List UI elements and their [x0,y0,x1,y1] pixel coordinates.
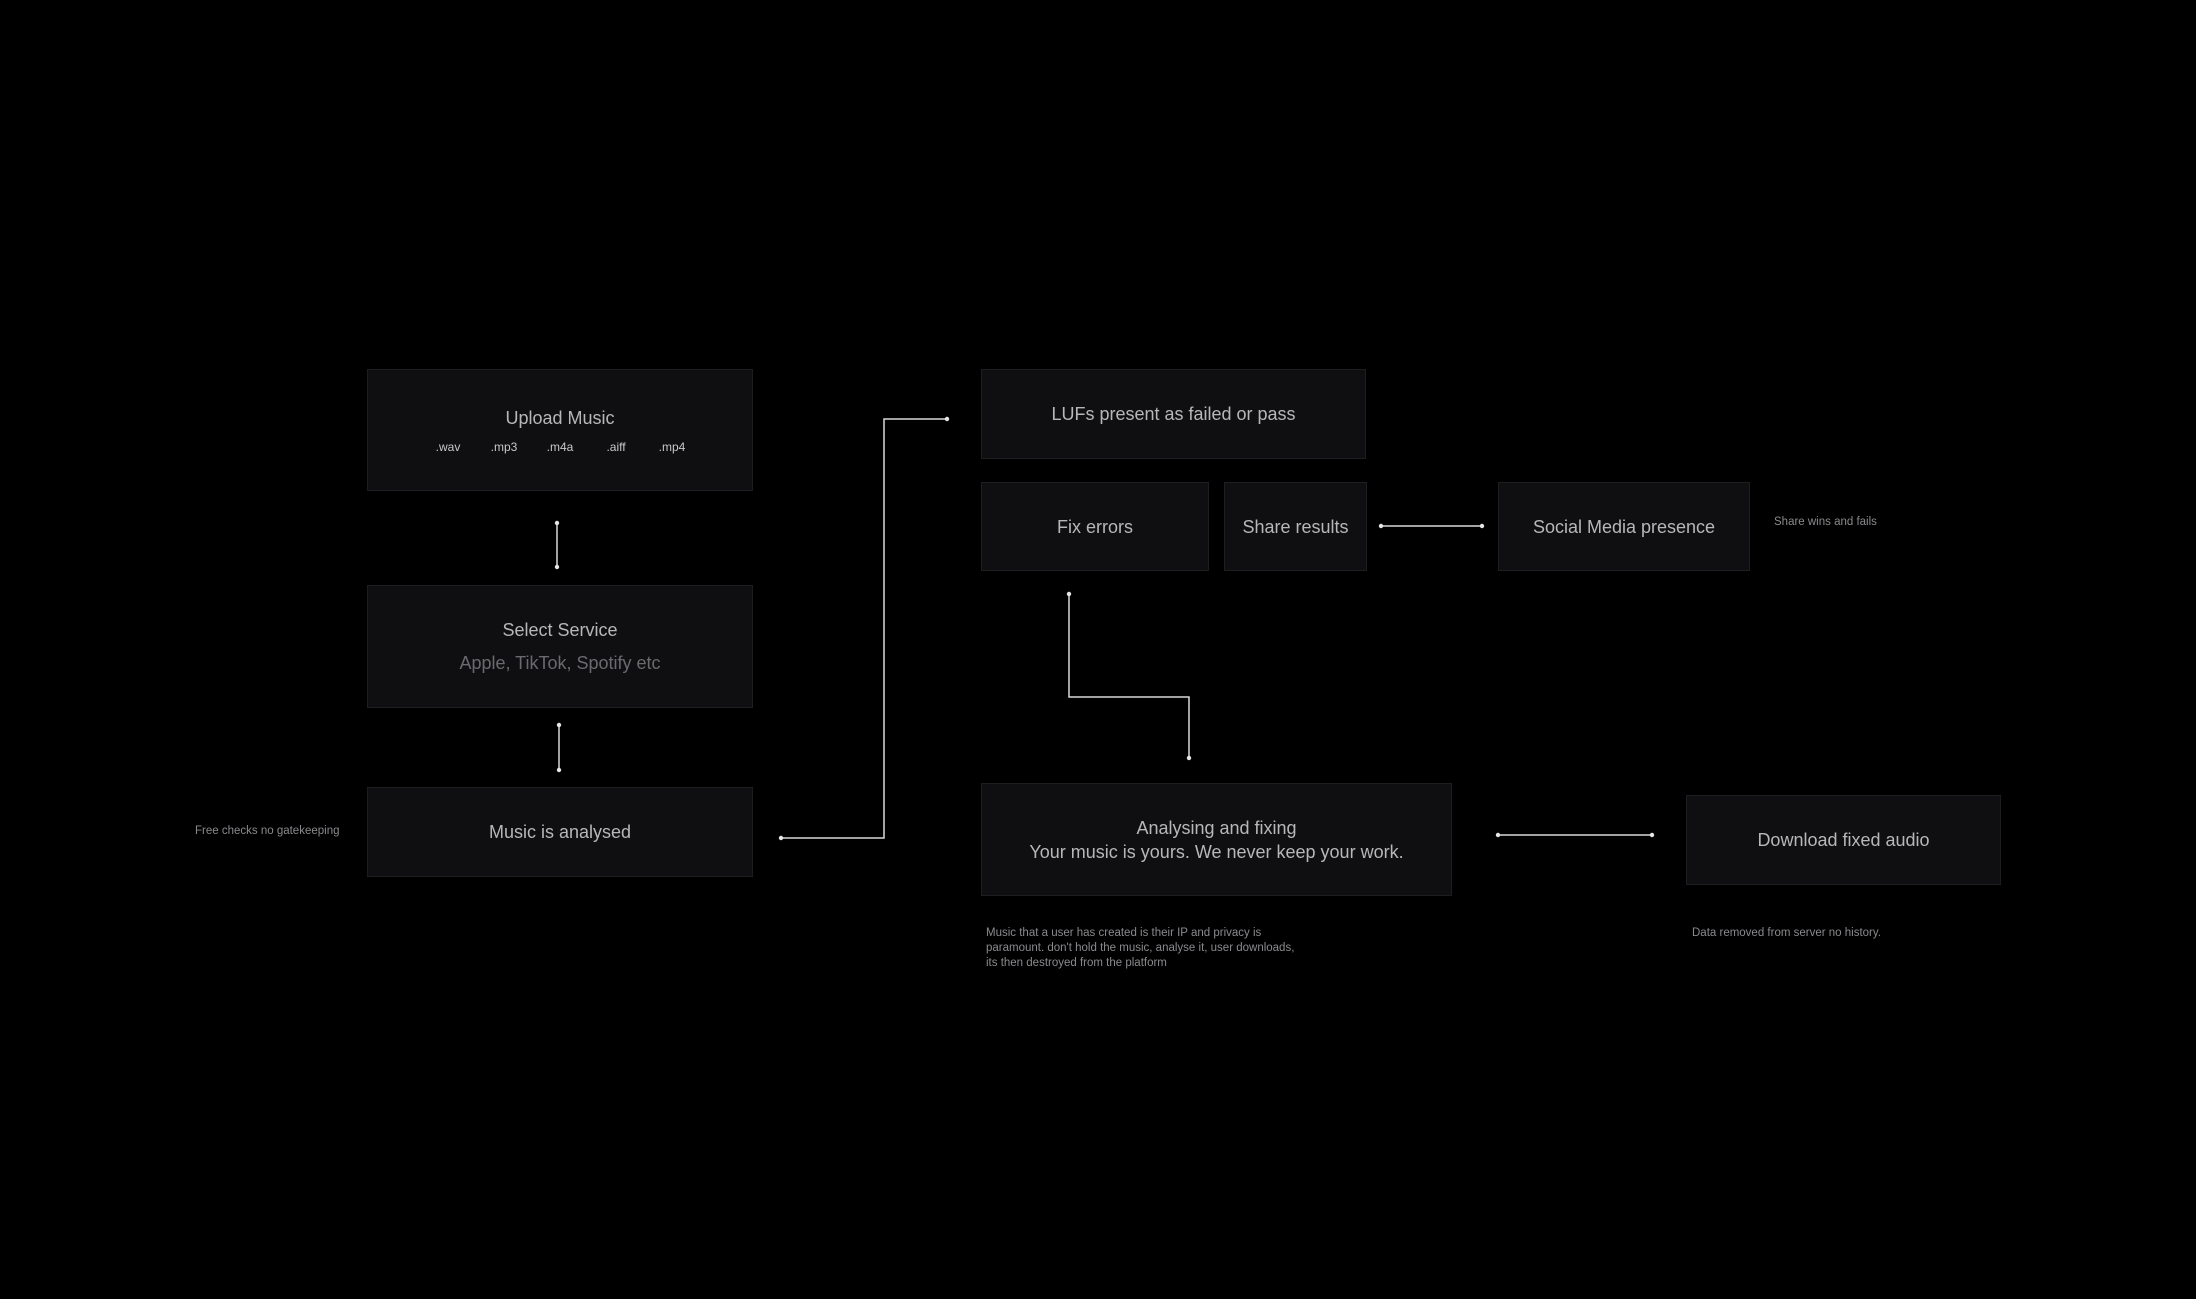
social-media-title: Social Media presence [1532,516,1716,537]
download-fixed-node[interactable]: Download fixed audio [1686,795,2001,885]
fix-errors-title: Fix errors [1057,516,1133,537]
fix-errors-node[interactable]: Fix errors [981,482,1209,571]
note-share-wins: Share wins and fails [1774,516,1877,528]
social-media-node[interactable]: Social Media presence [1498,482,1750,571]
note-data-removed: Data removed from server no history. [1692,927,1881,939]
upload-music-title: Upload Music [505,408,615,428]
lufs-result-node[interactable]: LUFs present as failed or pass [981,369,1366,459]
download-fixed-title: Download fixed audio [1757,830,1930,850]
connector-analysed-to-lufs [781,418,947,839]
music-analysed-node[interactable]: Music is analysed [367,787,753,877]
select-service-subtitle: Apple, TikTok, Spotify etc [459,653,661,673]
format-mp4: .mp4 [658,440,686,454]
note-privacy: Music that a user has created is their I… [986,927,1295,969]
share-results-title: Share results [1242,516,1349,537]
format-list: .wav .mp3 .m4a .aiff .mp4 [420,440,700,454]
music-analysed-title: Music is analysed [488,822,632,842]
analysing-fixing-privacy-line: Your music is yours. We never keep your … [1029,841,1404,862]
format-mp3: .mp3 [490,440,518,454]
format-wav: .wav [435,440,461,454]
upload-music-node[interactable]: Upload Music .wav .mp3 .m4a .aiff .mp4 [367,369,753,491]
connector-fix-to-analysing [1068,594,1190,758]
analysing-fixing-title: Analysing and fixing [1136,817,1297,838]
format-m4a: .m4a [546,440,574,454]
select-service-title: Select Service [502,620,618,640]
analysing-fixing-node[interactable]: Analysing and fixing Your music is yours… [981,783,1452,896]
lufs-result-title: LUFs present as failed or pass [1051,404,1296,424]
note-free-checks: Free checks no gatekeeping [195,825,340,837]
format-aiff: .aiff [606,440,626,454]
share-results-node[interactable]: Share results [1224,482,1367,571]
select-service-node[interactable]: Select Service Apple, TikTok, Spotify et… [367,585,753,708]
